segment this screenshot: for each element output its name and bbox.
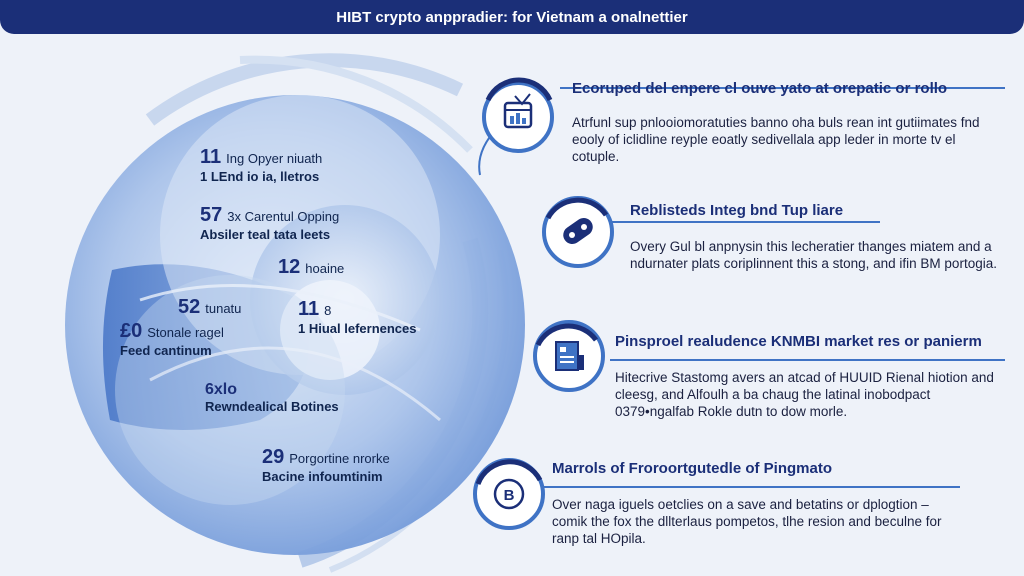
feature-description: Overy Gul bl anpnysin this lecheratier t… bbox=[630, 239, 997, 271]
link-chain-icon bbox=[542, 196, 614, 268]
feature-title: Reblisteds Integ bnd Tup liare bbox=[630, 202, 844, 219]
bitcoin-coin-icon: B bbox=[473, 458, 545, 530]
overlap-circle bbox=[115, 275, 345, 505]
svg-text:B: B bbox=[504, 487, 515, 504]
swirl-line bbox=[149, 346, 441, 422]
feature-item: Pinsproel realudence KNMBI market res or… bbox=[615, 333, 1005, 420]
page-title: HIBT crypto anppradier: for Vietnam a on… bbox=[336, 8, 688, 26]
calendar-bar-chart-icon bbox=[482, 77, 554, 153]
feature-description: Hitecrive Stastomg avers an atcad of HUU… bbox=[615, 370, 994, 419]
feature-description: Over naga iguels oetclies on a save and … bbox=[552, 497, 942, 546]
document-chart-icon bbox=[533, 320, 605, 392]
feature-item: Reblisteds Integ bnd Tup liare Overy Gul… bbox=[630, 202, 1002, 272]
title-banner: HIBT crypto anppradier: for Vietnam a on… bbox=[0, 0, 1024, 34]
feature-item: Ecoruped del enpere cl ouve yato at orep… bbox=[572, 80, 1002, 165]
feature-description: Atrfunl sup pnlooiomoratuties banno oha … bbox=[572, 115, 980, 164]
swirl-line bbox=[139, 284, 421, 332]
feature-title: Marrols of Froroortgutedle of Pingmato bbox=[552, 460, 832, 477]
circle-stat: 6xlo Rewndealical Botines bbox=[205, 381, 339, 414]
feature-item: Marrols of Froroortgutedle of Pingmato O… bbox=[552, 460, 962, 547]
feature-title: Pinsproel realudence KNMBI market res or… bbox=[615, 333, 982, 350]
feature-title: Ecoruped del enpere cl ouve yato at orep… bbox=[572, 80, 948, 97]
outer-arc bbox=[239, 55, 473, 153]
